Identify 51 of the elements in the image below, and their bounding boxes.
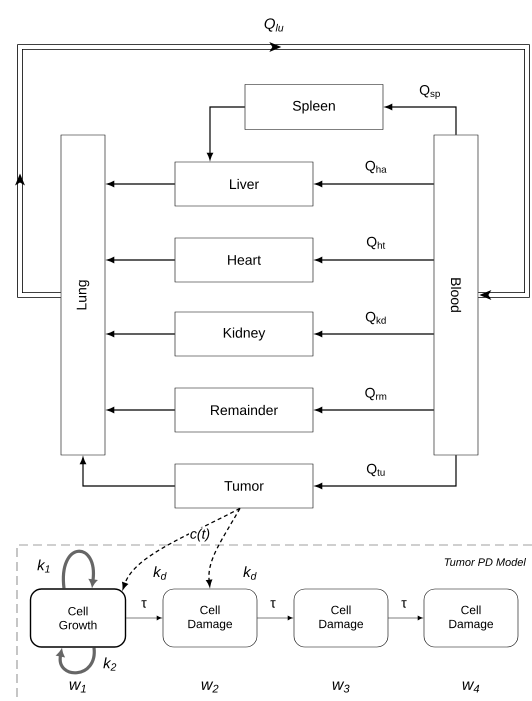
compartment-box: Tumor — [174, 464, 314, 508]
arrow — [315, 180, 434, 188]
arrow — [315, 256, 434, 264]
state-label: w$_{2}$ — [202, 682, 218, 692]
edge-label: τ — [141, 600, 147, 608]
state-label: w$_{1}$ — [70, 682, 86, 692]
arrow — [315, 455, 457, 490]
state-box: Cell Growth — [30, 588, 126, 648]
arrow — [107, 256, 175, 264]
arrow — [107, 180, 175, 188]
state-label: w$_{4}$ — [462, 682, 480, 692]
arrow — [56, 648, 96, 674]
arrow — [206, 106, 245, 160]
arrow — [257, 616, 293, 620]
edge-label: Q$_{lu}$ — [264, 18, 284, 32]
edge-label: τ — [270, 600, 276, 608]
compartment-box: Kidney — [174, 312, 314, 356]
arrow — [126, 616, 162, 620]
arrow — [62, 550, 97, 588]
concentration-label: c(t) — [188, 528, 212, 542]
state-label: w$_{3}$ — [332, 681, 350, 693]
arrow — [80, 457, 175, 487]
compartment-box: Heart — [174, 238, 314, 282]
edge-label: Q$_{kd}$ — [366, 312, 386, 324]
compartment-box: Lung — [60, 134, 106, 456]
edge-label: k$_{2}$ — [103, 657, 116, 671]
edge-label: Q$_{ht}$ — [366, 236, 386, 250]
edge-label: τ — [401, 600, 407, 608]
edge-label: k$_{1}$ — [37, 559, 50, 573]
compartment-box: Blood — [434, 134, 478, 456]
compartment-box: Remainder — [174, 388, 314, 432]
state-box: Cell Damage — [162, 588, 258, 648]
state-box: Cell Damage — [424, 588, 518, 648]
edge-label: k$_{d}$ — [243, 566, 257, 580]
state-box: Cell Damage — [294, 588, 388, 648]
arrow — [107, 330, 175, 338]
arrow — [315, 330, 434, 338]
compartment-box: Liver — [174, 162, 314, 206]
arrow — [206, 508, 241, 587]
arrow — [385, 104, 457, 135]
edge-label: Q$_{ha}$ — [366, 160, 387, 174]
arrow — [15, 42, 530, 300]
edge-label: Q$_{tu}$ — [366, 464, 385, 476]
edge-label: k$_{d}$ — [153, 566, 167, 580]
arrow — [122, 508, 240, 590]
edge-label: Q$_{sp}$ — [420, 85, 440, 99]
compartment-box: Spleen — [244, 84, 384, 130]
arrow — [107, 406, 175, 414]
arrow — [388, 616, 423, 620]
edge-label: Q$_{rm}$ — [365, 388, 386, 400]
arrow — [315, 406, 434, 414]
